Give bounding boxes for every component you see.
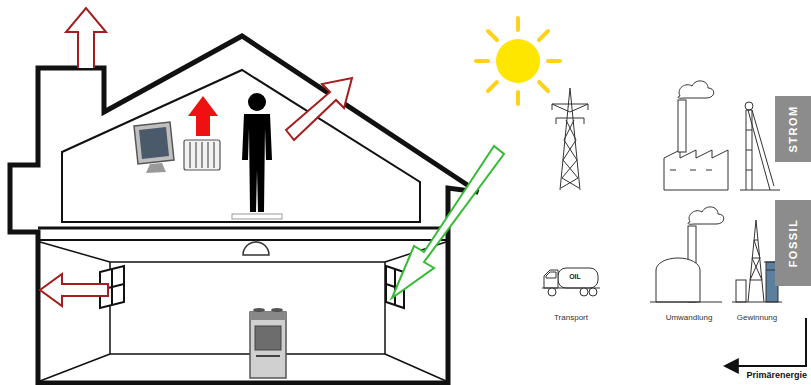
attic-floor xyxy=(38,227,448,230)
chimney-loss-arrow xyxy=(66,8,106,68)
arrow-label: Primärenergie xyxy=(746,371,807,381)
category-band: FOSSIL xyxy=(775,200,811,286)
stage-label: Transport xyxy=(554,314,588,323)
heat-arrow xyxy=(188,96,218,136)
back-wall xyxy=(110,262,385,354)
roof-loss-arrow xyxy=(286,78,352,140)
stage-label: Gewinnung xyxy=(737,314,777,323)
monitor-icon xyxy=(134,122,174,173)
window-loss-arrow xyxy=(40,274,108,306)
refinery-icon xyxy=(650,207,724,302)
stove-icon xyxy=(250,308,286,378)
category-label: STROM xyxy=(787,105,799,152)
primary-energy-arrow xyxy=(726,318,806,366)
room-edges xyxy=(40,242,446,381)
headframe-icon xyxy=(740,102,780,190)
solar-gain-arrow xyxy=(392,146,504,298)
radiator-icon xyxy=(184,140,220,170)
platform xyxy=(232,214,282,219)
category-band: STROM xyxy=(775,96,811,162)
lamp-cord xyxy=(255,240,257,242)
attic-room xyxy=(62,70,420,222)
pylon-icon xyxy=(552,88,588,190)
factory-icon xyxy=(664,81,728,190)
truck-icon xyxy=(542,268,600,296)
category-label: FOSSIL xyxy=(787,219,799,268)
ceiling-line xyxy=(38,239,448,241)
person-icon xyxy=(242,93,272,212)
truck-marking: OIL xyxy=(569,273,581,281)
lamp-icon xyxy=(243,242,269,255)
house-outline xyxy=(10,36,478,383)
sun-icon xyxy=(476,18,560,104)
stage-label: Umwandlung xyxy=(666,314,713,323)
